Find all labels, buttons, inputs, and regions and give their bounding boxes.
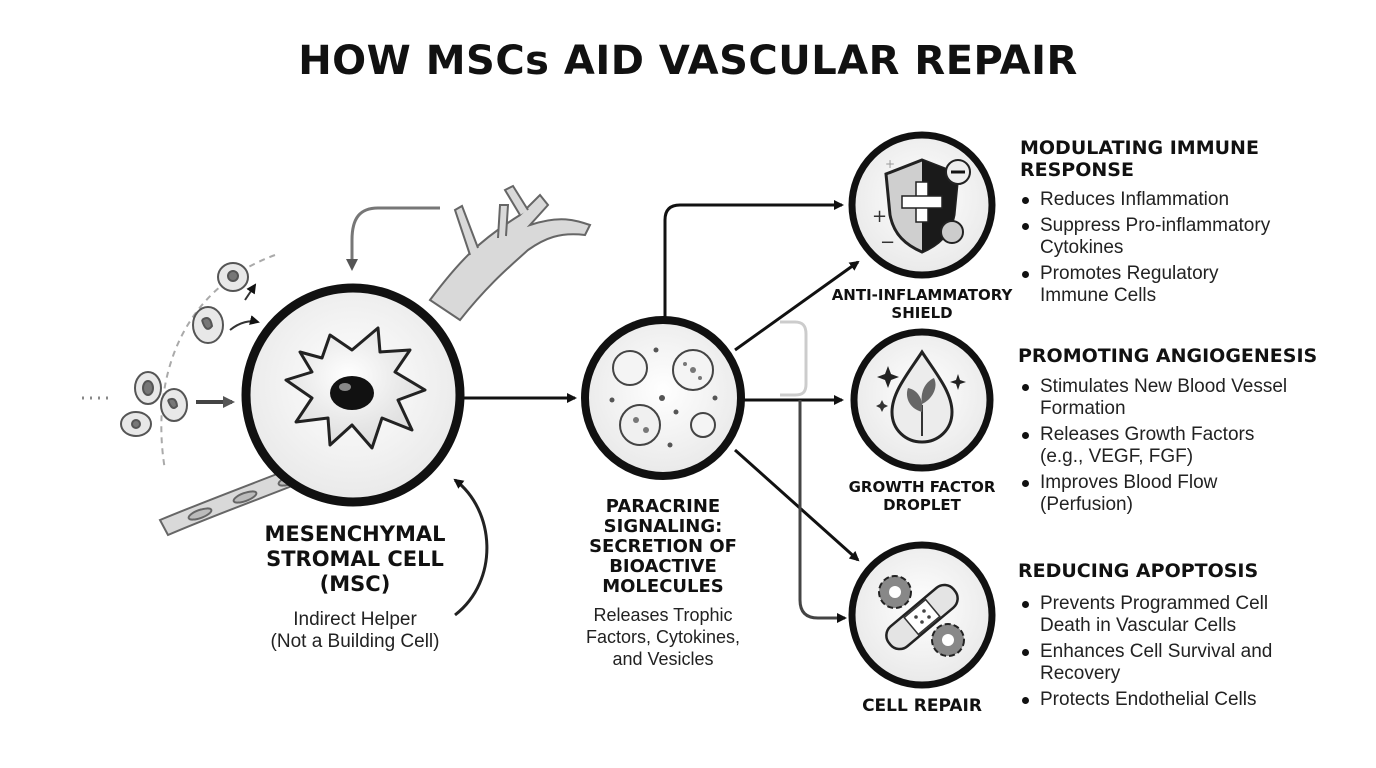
bullet-item: Stimulates New Blood Vessel Formation xyxy=(1020,376,1360,420)
bullet-text: Recovery xyxy=(1040,663,1121,684)
anti-inflammatory-shield-icon: + − + xyxy=(848,131,996,279)
heading-line: REDUCING APOPTOSIS xyxy=(1018,560,1259,582)
repair-icon-label: CELL REPAIR xyxy=(832,696,1012,716)
msc-description-line: Indirect Helper xyxy=(293,609,417,630)
apoptosis-heading: REDUCING APOPTOSIS xyxy=(1018,560,1358,582)
repair-icon-label-line: CELL REPAIR xyxy=(862,696,982,716)
paracrine-label-line: PARACRINE xyxy=(605,496,721,517)
bullet-item: Improves Blood Flow (Perfusion) xyxy=(1020,472,1360,516)
apoptosis-bullets: Prevents Programmed Cell Death in Vascul… xyxy=(1020,593,1360,715)
bullet-text: Suppress Pro-inflammatory xyxy=(1040,215,1271,236)
paracrine-label-line: SECRETION OF xyxy=(589,536,737,557)
bullet-text: Prevents Programmed Cell xyxy=(1040,593,1269,614)
bullet-text: Immune Cells xyxy=(1040,285,1157,306)
bullet-item: Protects Endothelial Cells xyxy=(1020,689,1360,711)
bullet-text: Enhances Cell Survival and xyxy=(1040,641,1273,662)
droplet-icon-label-line: DROPLET xyxy=(883,496,961,514)
paracrine-description-line: and Vesicles xyxy=(612,649,714,669)
bullet-text: Cytokines xyxy=(1040,237,1124,258)
msc-cell-icon xyxy=(241,283,465,507)
bullet-text: Protects Endothelial Cells xyxy=(1040,689,1257,710)
bullet-text: Formation xyxy=(1040,398,1126,419)
paracrine-description-line: Releases Trophic xyxy=(593,605,733,625)
heading-line: MODULATING IMMUNE xyxy=(1020,137,1259,159)
msc-label-line: MESENCHYMAL xyxy=(264,522,446,546)
paracrine-label-line: SIGNALING: xyxy=(603,516,723,537)
svg-text:−: − xyxy=(880,232,895,253)
droplet-icon-label-line: GROWTH FACTOR xyxy=(848,478,996,496)
svg-text:+: + xyxy=(872,206,887,227)
bullet-item: Reduces Inflammation xyxy=(1020,189,1360,211)
bullet-item: Suppress Pro-inflammatory Cytokines xyxy=(1020,215,1360,259)
svg-text:+: + xyxy=(885,157,895,171)
heading-line: PROMOTING ANGIOGENESIS xyxy=(1018,345,1318,367)
bullet-item: Enhances Cell Survival and Recovery xyxy=(1020,641,1360,685)
shield-icon-label-line: SHIELD xyxy=(891,304,953,322)
droplet-icon-label: GROWTH FACTOR DROPLET xyxy=(832,478,1012,514)
bullet-text: Improves Blood Flow xyxy=(1040,472,1218,493)
bullet-text: Reduces Inflammation xyxy=(1040,189,1230,210)
page-title: HOW MSCs AID VASCULAR REPAIR xyxy=(298,38,1078,84)
bullet-text: (e.g., VEGF, FGF) xyxy=(1040,446,1194,467)
angiogenesis-heading: PROMOTING ANGIOGENESIS xyxy=(1018,345,1358,367)
bullet-text: Promotes Regulatory xyxy=(1040,263,1219,284)
angiogenesis-bullets: Stimulates New Blood Vessel Formation Re… xyxy=(1020,376,1360,520)
bullet-text: Death in Vascular Cells xyxy=(1040,615,1237,636)
growth-factor-droplet-icon xyxy=(850,328,994,472)
heading-line: RESPONSE xyxy=(1020,159,1134,181)
paracrine-description: Releases Trophic Factors, Cytokines, and… xyxy=(563,604,763,670)
paracrine-label-line: BIOACTIVE xyxy=(609,556,717,577)
bullet-text: Stimulates New Blood Vessel xyxy=(1040,376,1288,397)
msc-description-line: (Not a Building Cell) xyxy=(270,631,440,652)
immune-cells-icon xyxy=(120,262,249,437)
cell-repair-bandage-icon xyxy=(848,541,996,689)
msc-label: MESENCHYMAL STROMAL CELL (MSC) xyxy=(220,522,490,597)
msc-label-line: (MSC) xyxy=(319,572,391,596)
shield-icon-label-line: ANTI-INFLAMMATORY xyxy=(831,286,1013,304)
paracrine-label: PARACRINE SIGNALING: SECRETION OF BIOACT… xyxy=(563,497,763,597)
paracrine-vesicles-icon xyxy=(581,316,745,480)
bullet-item: Prevents Programmed Cell Death in Vascul… xyxy=(1020,593,1360,637)
bullet-item: Releases Growth Factors (e.g., VEGF, FGF… xyxy=(1020,424,1360,468)
bullet-text: (Perfusion) xyxy=(1040,494,1133,515)
paracrine-description-line: Factors, Cytokines, xyxy=(585,627,741,647)
immune-response-heading: MODULATING IMMUNE RESPONSE xyxy=(1020,137,1350,181)
msc-label-line: STROMAL CELL xyxy=(266,547,444,571)
paracrine-label-line: MOLECULES xyxy=(602,576,724,597)
bullet-item: Promotes Regulatory Immune Cells xyxy=(1020,263,1360,307)
bullet-text: Releases Growth Factors xyxy=(1040,424,1255,445)
immune-response-bullets: Reduces Inflammation Suppress Pro-inflam… xyxy=(1020,189,1360,311)
shield-icon-label: ANTI-INFLAMMATORY SHIELD xyxy=(822,286,1022,322)
msc-description: Indirect Helper (Not a Building Cell) xyxy=(220,609,490,653)
